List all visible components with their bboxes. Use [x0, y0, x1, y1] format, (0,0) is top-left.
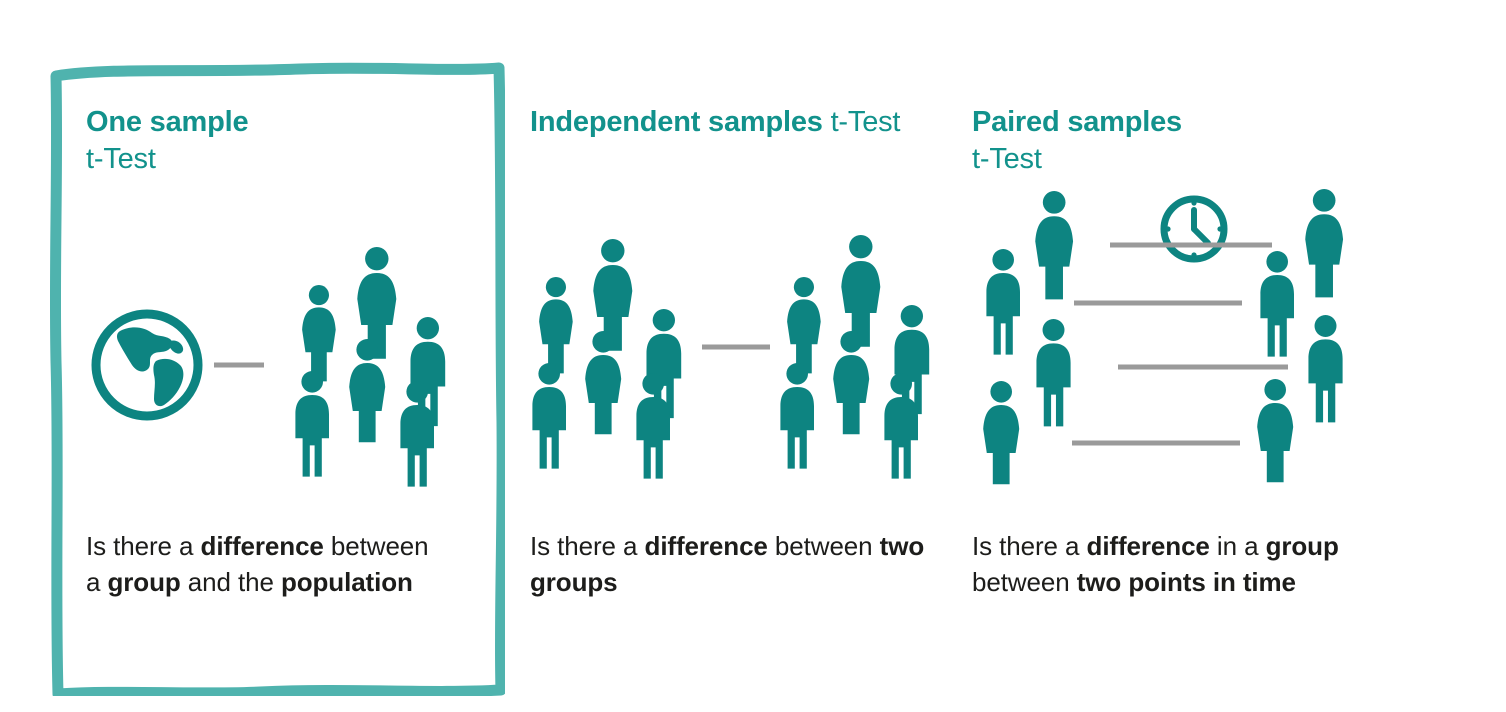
caption-independent-samples-text: Is there a difference between two groups — [530, 531, 925, 597]
pair-connector-lines — [1072, 242, 1288, 446]
people-cluster — [295, 247, 446, 487]
figure-paired-samples — [972, 185, 1492, 515]
figure-independent-samples — [530, 185, 960, 515]
heading-independent-samples-bold: Independent samples — [530, 106, 823, 138]
globe-icon — [91, 309, 203, 421]
column-independent-samples: Independent samples t-Test — [530, 0, 960, 712]
heading-independent-samples: Independent samples t-Test — [530, 104, 900, 141]
caption-independent-samples: Is there a difference between two groups — [530, 528, 930, 600]
people-cluster-left — [532, 239, 682, 479]
caption-one-sample: Is there a difference between a group an… — [86, 528, 446, 600]
people-cluster-right — [780, 235, 930, 479]
heading-one-sample: One sample t-Test — [86, 104, 249, 178]
people-column-left — [983, 191, 1074, 485]
column-one-sample: One sample t-Test — [86, 0, 486, 712]
heading-paired-samples-regular: t-Test — [972, 143, 1042, 175]
caption-one-sample-text: Is there a difference between a group an… — [86, 531, 429, 597]
heading-paired-samples-bold: Paired samples — [972, 106, 1182, 138]
column-paired-samples: Paired samples t-Test — [972, 0, 1492, 712]
clock-icon — [1160, 195, 1228, 263]
heading-one-sample-bold: One sample — [86, 106, 249, 138]
figure-one-sample — [86, 185, 486, 515]
heading-paired-samples: Paired samples t-Test — [972, 104, 1182, 178]
heading-one-sample-regular: t-Test — [86, 143, 156, 175]
heading-independent-samples-regular: t-Test — [830, 106, 901, 138]
people-column-right — [1257, 189, 1344, 483]
caption-paired-samples-text: Is there a difference in a group between… — [972, 531, 1339, 597]
caption-paired-samples: Is there a difference in a group between… — [972, 528, 1412, 600]
